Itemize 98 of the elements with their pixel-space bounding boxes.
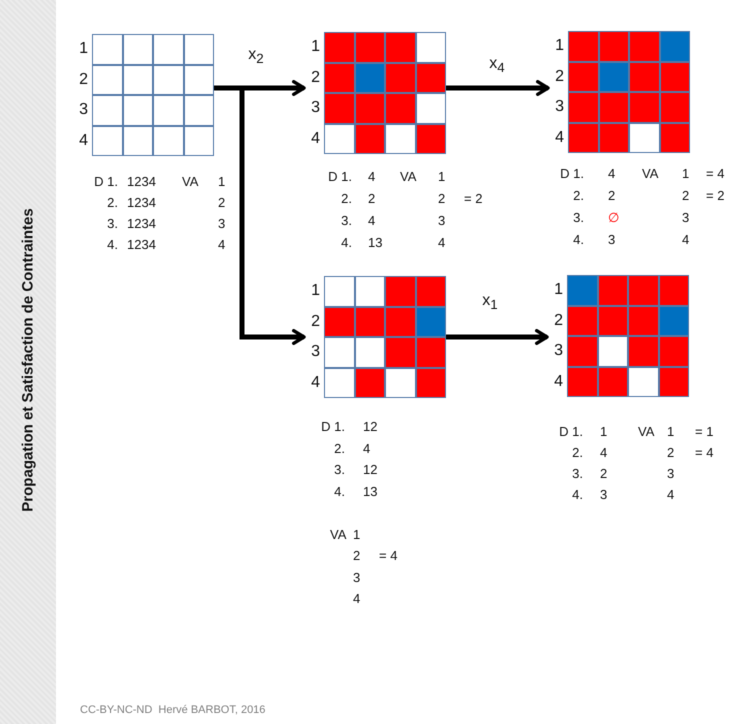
copyright-note: CC-BY-NC-ND Hervé BARBOT, 2016 [80, 704, 266, 716]
row-number: 3 [310, 342, 320, 362]
domain-value: 4 [368, 169, 376, 185]
domain-value: 2 [368, 191, 376, 207]
variable-number: 2 [667, 445, 674, 461]
row-number: 1 [310, 281, 320, 301]
domain-value: 1234 [127, 174, 156, 190]
variable-number: 1 [438, 169, 446, 185]
domain-value: 3 [608, 232, 616, 248]
row-number: 3 [554, 97, 564, 117]
row-label: 2. [334, 440, 345, 456]
row-label: D 1. [321, 419, 345, 435]
variable-number: 4 [438, 235, 446, 251]
assigned-value: = 2 [706, 188, 724, 204]
row-label: 2. [107, 195, 118, 211]
variable-number: 2 [682, 188, 690, 204]
row-label: 3. [334, 462, 345, 478]
row-label: 2. [572, 445, 583, 461]
title: Propagation et Satisfaction de Contraintes [20, 208, 36, 512]
row-number: 3 [310, 98, 320, 118]
variable-number: 4 [667, 487, 674, 503]
assignment-label: VA [400, 169, 416, 185]
assigned-value: = 4 [695, 445, 714, 461]
variable-number: 2 [353, 548, 360, 564]
row-label: 4. [573, 232, 584, 248]
row-label: 4. [334, 484, 345, 500]
row-label: 4. [572, 487, 583, 503]
edge-label: x$_{4}$ [489, 55, 505, 78]
row-label: 3. [573, 210, 584, 226]
assignment-label: VA [330, 526, 346, 542]
domain-value: 12 [363, 419, 378, 435]
row-label: 2. [341, 191, 352, 207]
variable-number: 2 [438, 191, 446, 207]
row-number: 4 [553, 372, 563, 392]
domain-value: 1234 [127, 237, 156, 253]
row-number: 3 [553, 341, 563, 361]
domain-value: 4 [368, 213, 376, 229]
row-number: 4 [310, 372, 320, 392]
domain-value: 13 [368, 235, 382, 251]
domain-value: 1 [600, 424, 608, 440]
variable-number: 4 [353, 591, 360, 607]
variable-number: 1 [218, 174, 226, 190]
domain-value: 12 [363, 462, 378, 478]
row-number: 3 [78, 100, 88, 120]
row-label: 2. [573, 188, 584, 204]
variable-number: 3 [682, 210, 690, 226]
arrow [446, 80, 550, 96]
row-number: 1 [554, 36, 564, 56]
variable-number: 1 [353, 526, 360, 542]
variable-number: 3 [353, 570, 360, 586]
edge-label: x$_{1}$ [482, 292, 498, 314]
row-label: 4. [107, 237, 118, 253]
row-label: 3. [107, 216, 118, 232]
row-number: 4 [78, 130, 88, 150]
domain-value: 2 [608, 188, 616, 204]
domain-value: 4 [600, 445, 608, 461]
assigned-value: = 4 [706, 166, 724, 182]
domain-value: 1234 [127, 216, 156, 232]
assigned-value: = 1 [695, 424, 714, 440]
row-number: 2 [310, 68, 320, 88]
row-label: 4. [341, 235, 352, 251]
domain-value: 3 [600, 487, 608, 503]
domain-value: 1234 [127, 195, 156, 211]
variable-number: 2 [218, 195, 226, 211]
row-number: 4 [554, 128, 564, 148]
edge-label: x$_{2}$ [248, 46, 264, 68]
domain-value: 4 [608, 166, 616, 182]
variable-number: 4 [218, 237, 226, 253]
arrow [446, 329, 549, 345]
row-number: 4 [310, 128, 320, 148]
variable-number: 4 [682, 232, 690, 248]
assignment-label: VA [182, 174, 198, 190]
assigned-value: = 2 [464, 191, 482, 207]
row-number: 1 [553, 280, 563, 300]
variable-number: 3 [218, 216, 226, 232]
row-label: D 1. [560, 166, 584, 182]
row-label: D 1. [559, 424, 583, 440]
domain-value: 4 [363, 440, 370, 456]
variable-number: 1 [682, 166, 690, 182]
variable-number: 1 [667, 424, 674, 440]
row-number: 2 [78, 70, 88, 90]
assignment-label: VA [642, 166, 658, 182]
row-number: 1 [78, 39, 88, 59]
row-label: 3. [341, 213, 352, 229]
assignment-label: VA [638, 424, 654, 440]
assigned-value: = 4 [379, 548, 398, 564]
row-label: D 1. [94, 174, 118, 190]
row-number: 1 [310, 37, 320, 57]
row-label: 3. [572, 466, 583, 482]
domain-value: 13 [363, 484, 378, 500]
variable-number: 3 [438, 213, 446, 229]
row-label: D 1. [328, 169, 352, 185]
row-number: 2 [310, 312, 320, 332]
variable-number: 3 [667, 466, 674, 482]
domain-value: ∅ [608, 210, 620, 226]
row-number: 2 [554, 66, 564, 86]
row-number: 2 [553, 310, 563, 330]
domain-value: 2 [600, 466, 608, 482]
